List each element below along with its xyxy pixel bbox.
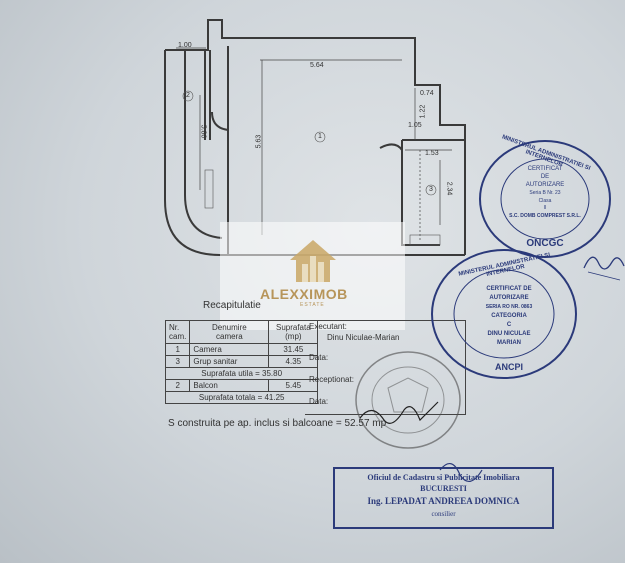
stamp-line: MARIAN (497, 340, 521, 346)
stamp-line: C (506, 322, 512, 328)
stamp-line: CERTIFICAT (527, 166, 563, 172)
executant-name: Dinu Niculae-Marian (327, 333, 400, 342)
stamp-line: CERTIFICAT DE (486, 286, 532, 292)
stamp-line: SERIA RO NR. 0863 (485, 304, 533, 310)
receptionat-label: Receptionat: (309, 375, 354, 384)
table-row: 2 Balcon 5.45 (164, 379, 319, 392)
stamp-line: DINU NICULAE (487, 331, 531, 337)
stamp-line: S.C. DOMB COMPREST S.R.L. (509, 213, 581, 219)
col-header: (mp) (285, 332, 302, 341)
dim-label: 2.34 (445, 181, 453, 196)
dim-label: 5.63 (255, 134, 263, 149)
watermark-sub: ESTATE (300, 302, 325, 308)
office-stamp: Oficiul de Cadastru si Publicitate Imobi… (333, 467, 554, 529)
built-area-line: S construita pe ap. inclus si balcoane =… (168, 418, 387, 429)
office-stamp-line: Ing. LEPADAT ANDREEA DOMNICA (367, 496, 520, 506)
col-header: Suprafata (275, 323, 311, 332)
office-stamp-line: consilier (431, 510, 456, 518)
dim-label: 1.53 (425, 150, 439, 157)
date-label: Data: (309, 397, 329, 406)
room-number: 1 (318, 133, 322, 140)
dim-label: 5.64 (310, 62, 324, 69)
stamp-bottom: ANCPI (494, 362, 523, 372)
certificate-stamp-icon (479, 140, 611, 258)
table-row: Suprafata utila = 35.80 (164, 367, 319, 380)
stamp-line: CATEGORIA (491, 313, 527, 319)
dim-label: 1.00 (178, 42, 192, 49)
stamp-line: II (543, 205, 547, 211)
room-number: 3 (429, 186, 433, 193)
watermark-brand: ALEXXIMOB (260, 286, 348, 302)
date-label: Data: (309, 353, 329, 362)
stamp-line: Clasa (538, 198, 552, 204)
dim-label: 1.05 (408, 122, 422, 129)
office-stamp-line: Oficiul de Cadastru si Publicitate Imobi… (367, 473, 520, 482)
stamp-bottom: ONCGC (526, 238, 564, 249)
room-number: 2 (186, 92, 190, 99)
office-stamp-line: BUCURESTI (420, 484, 467, 493)
stamp-line: AUTORIZARE (525, 182, 565, 188)
dim-label: 1.22 (419, 104, 427, 119)
col-header: cam. (169, 332, 187, 341)
dim-label: 0.74 (420, 90, 434, 97)
round-seal-icon (355, 351, 461, 449)
house-logo-icon (290, 240, 336, 282)
authorization-stamp-icon (431, 249, 577, 379)
col-header: Nr. (169, 323, 180, 332)
stamp-line: DE (540, 174, 550, 180)
table-row: 3 Grup sanitar 4.35 (164, 355, 319, 368)
dim-label: 5.86 (199, 124, 207, 139)
col-header: Denumire (212, 323, 247, 332)
stamp-line: AUTORIZARE (489, 295, 529, 301)
stamp-line: Seria B Nr. 23 (529, 190, 561, 196)
recap-title: Recapitulatie (203, 300, 261, 311)
table-row: 1 Camera 31.45 (164, 343, 319, 356)
executant-label: Executant: (309, 322, 347, 331)
table-row: Suprafata totala = 41.25 (164, 391, 319, 404)
col-header: camera (216, 332, 243, 341)
